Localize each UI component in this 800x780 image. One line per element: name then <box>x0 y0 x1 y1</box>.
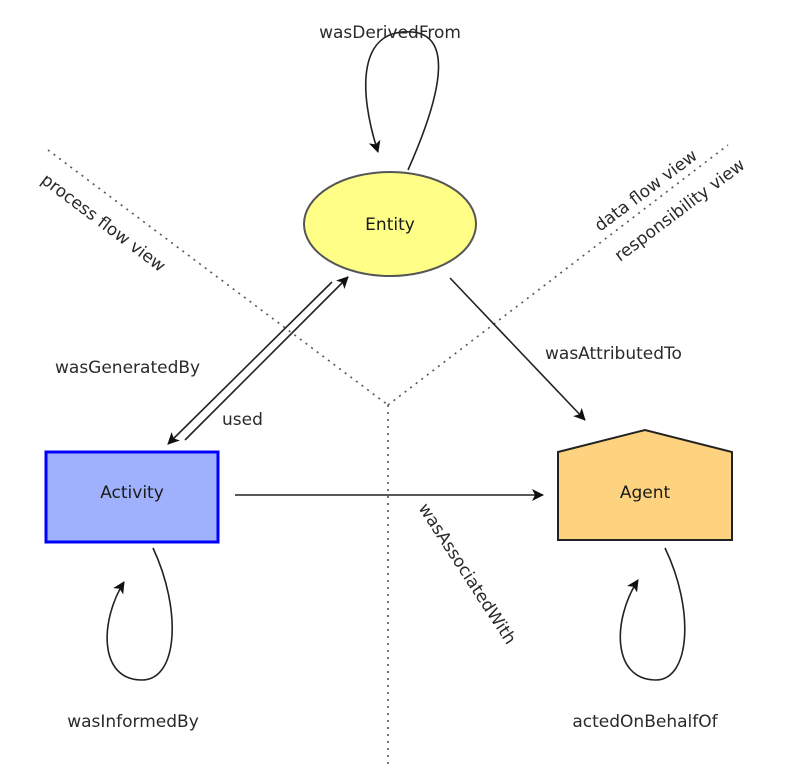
view-dividers <box>47 144 729 765</box>
entity-label: Entity <box>365 215 415 235</box>
agent-node: Agent <box>557 428 733 541</box>
acted-on-behalf-of-label: actedOnBehalfOf <box>572 712 718 732</box>
activity-shape <box>44 450 220 544</box>
was-informed-by-label: wasInformedBy <box>67 712 199 732</box>
was-informed-by-loop <box>106 547 173 681</box>
data-flow-divider <box>387 144 729 406</box>
entity-shape <box>303 171 477 277</box>
activity-label: Activity <box>100 483 164 503</box>
was-generated-by-label: wasGeneratedBy <box>55 358 200 378</box>
process-flow-view-label: process flow view <box>37 170 169 276</box>
activity-node: Activity <box>44 450 220 544</box>
agent-label: Agent <box>620 483 671 503</box>
was-attributed-to-edge <box>449 277 586 421</box>
process-flow-divider <box>47 149 389 406</box>
used-label: used <box>222 410 263 430</box>
was-derived-from-label: wasDerivedFrom <box>319 23 461 43</box>
agent-shape <box>557 428 733 541</box>
was-derived-from-loop <box>364 31 440 171</box>
was-attributed-to-label: wasAttributedTo <box>545 344 682 364</box>
was-associated-with-label: wasAssociatedWith <box>414 500 520 648</box>
was-generated-by-edge <box>167 281 333 445</box>
used-edge <box>184 276 349 441</box>
entity-node: Entity <box>303 171 477 277</box>
acted-on-behalf-of-loop <box>619 547 686 681</box>
